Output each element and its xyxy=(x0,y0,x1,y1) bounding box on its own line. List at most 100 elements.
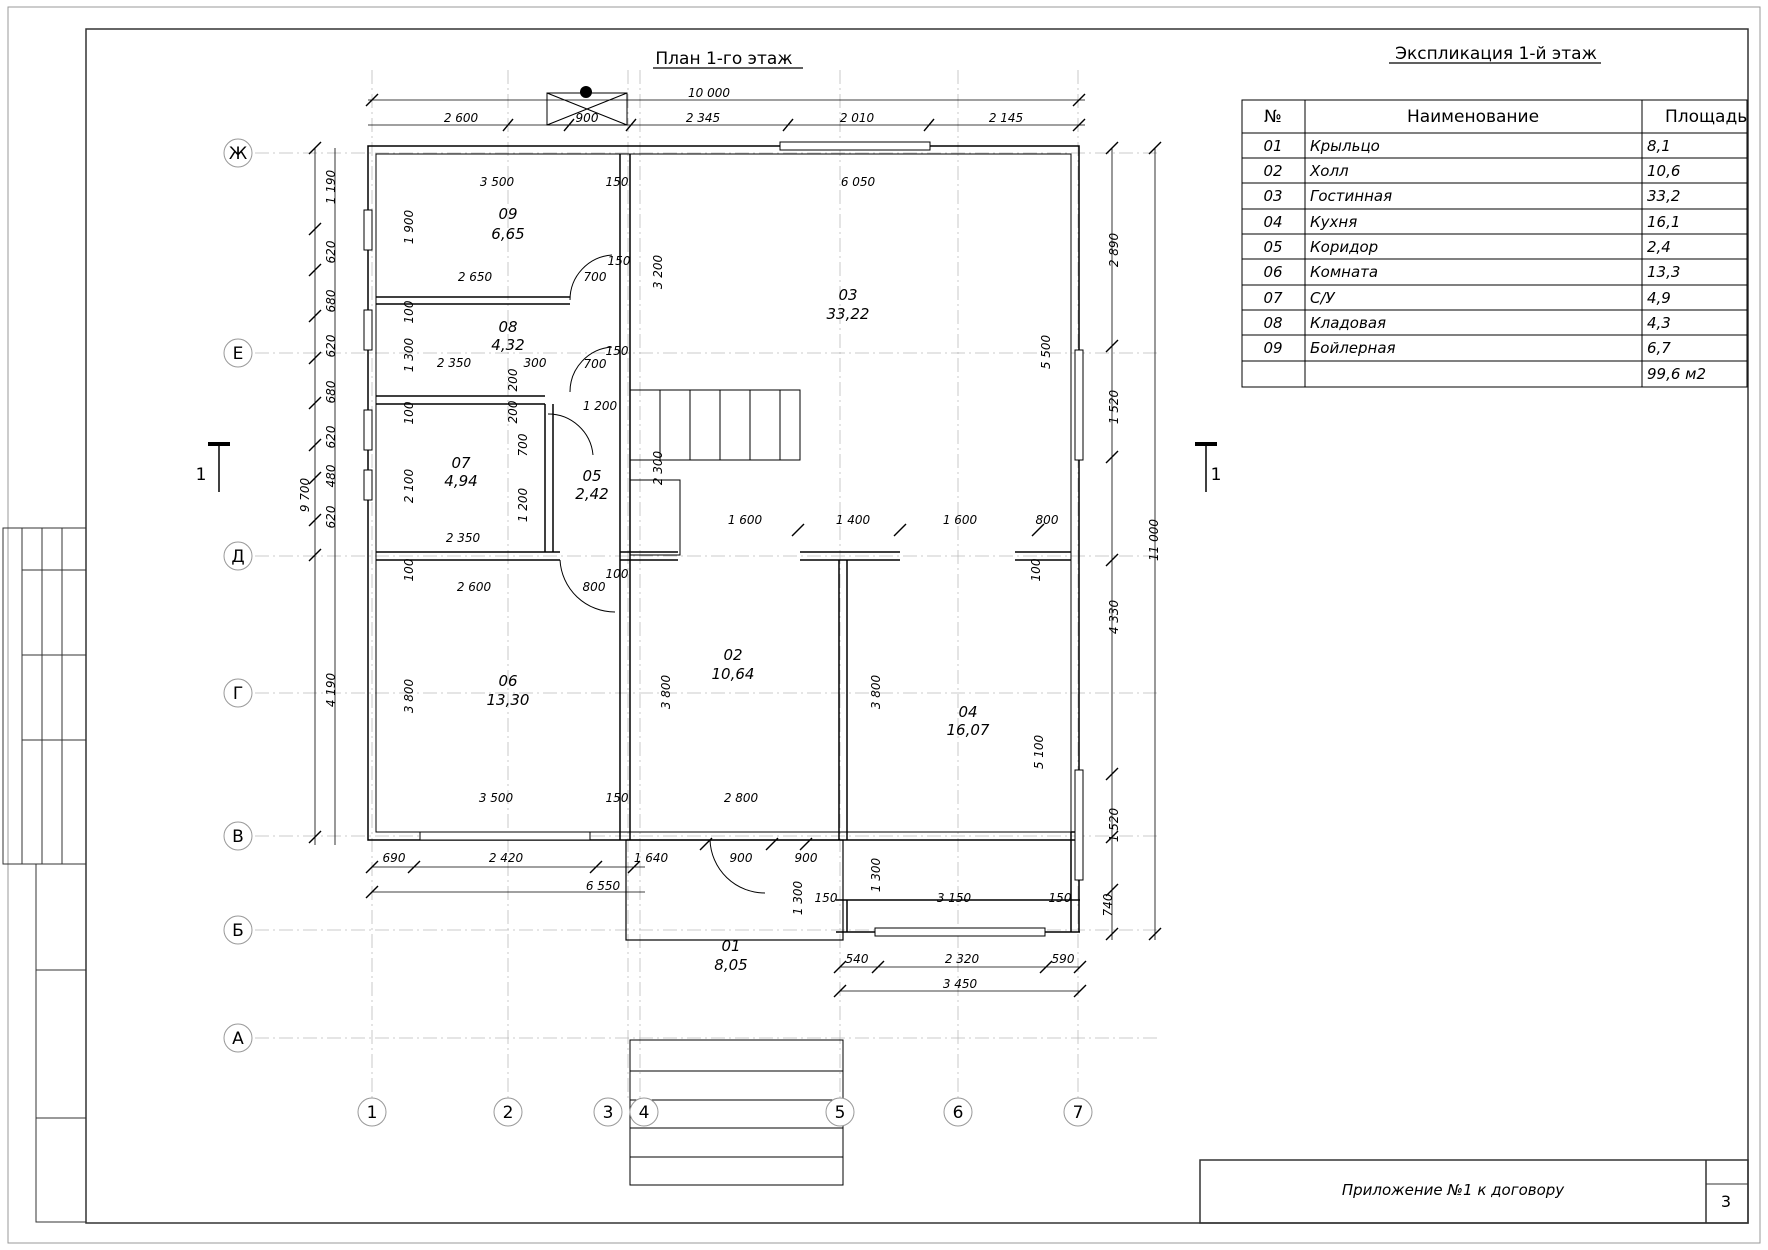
table-header: Наименование xyxy=(1407,107,1539,127)
table-cell: 03 xyxy=(1263,187,1282,205)
dim-text: 4 190 xyxy=(324,672,338,707)
table-cell: 4,3 xyxy=(1647,314,1671,332)
dim-text: 5 500 xyxy=(1039,334,1053,369)
room-number: 07 xyxy=(451,454,471,472)
vent-dot xyxy=(580,86,592,98)
room-area: 16,07 xyxy=(947,721,990,739)
windows xyxy=(363,141,1084,937)
room-number: 09 xyxy=(498,205,517,223)
axis-col-label: 3 xyxy=(603,1103,614,1123)
section-mark-left: 1 xyxy=(196,465,207,485)
dim-text: 2 600 xyxy=(457,580,492,594)
dim-text: 3 450 xyxy=(943,977,978,991)
room-number: 02 xyxy=(723,646,742,664)
dim-text: 1 190 xyxy=(324,169,338,204)
table-cell: 16,1 xyxy=(1647,213,1680,231)
table-cell: 08 xyxy=(1263,314,1282,332)
dim-text: 700 xyxy=(584,357,607,371)
table-cell: 10,6 xyxy=(1647,162,1680,180)
room-number: 08 xyxy=(498,318,517,336)
axis-row-label: В xyxy=(232,827,244,847)
room-area: 13,30 xyxy=(487,691,530,709)
axis-row-label: Ж xyxy=(229,144,247,164)
table-header: Площадь xyxy=(1665,107,1747,127)
doors xyxy=(547,254,766,894)
dim-text: 1 900 xyxy=(402,209,416,244)
table-cell: 2,4 xyxy=(1647,238,1671,256)
dim-text: 2 300 xyxy=(651,450,665,485)
explication-table-grid xyxy=(1241,99,1748,388)
dim-text: 150 xyxy=(606,175,629,189)
dim-text: 700 xyxy=(584,270,607,284)
dim-text: 2 420 xyxy=(489,851,524,865)
dim-text: 800 xyxy=(1036,513,1059,527)
table-cell: 4,9 xyxy=(1647,289,1671,307)
axis-col-label: 5 xyxy=(835,1103,846,1123)
table-cell: Бойлерная xyxy=(1310,339,1396,357)
section-mark-right: 1 xyxy=(1211,465,1222,485)
dim-text: 3 200 xyxy=(651,254,665,289)
axis-col-label: 1 xyxy=(367,1103,378,1123)
dim-text: 900 xyxy=(795,851,818,865)
dim-text: 9 700 xyxy=(298,477,312,512)
room-area: 33,22 xyxy=(827,305,870,323)
stamp-caption: Приложение №1 к договору xyxy=(1342,1181,1565,1199)
dim-text: 620 xyxy=(324,334,338,357)
dim-text: 100 xyxy=(1029,558,1043,581)
left-stamp-strips xyxy=(2,527,87,1223)
axis-col-label: 6 xyxy=(953,1103,964,1123)
table-cell: Коридор xyxy=(1310,238,1378,256)
room-number: 05 xyxy=(582,467,601,485)
room-area: 6,65 xyxy=(491,225,524,243)
dim-text: 690 xyxy=(383,851,406,865)
dim-text: 620 xyxy=(324,505,338,528)
axis-col-bubbles xyxy=(357,1097,1093,1127)
dim-text: 150 xyxy=(1049,891,1072,905)
dim-text: 2 320 xyxy=(945,952,980,966)
dim-text: 1 400 xyxy=(836,513,871,527)
table-cell: Комната xyxy=(1310,263,1378,281)
dim-text: 2 100 xyxy=(402,468,416,503)
dim-text: 1 300 xyxy=(869,857,883,892)
dim-text: 3 150 xyxy=(937,891,972,905)
dim-text: 2 800 xyxy=(724,791,759,805)
dim-text: 150 xyxy=(608,254,631,268)
room-number: 04 xyxy=(958,703,977,721)
table-cell: 09 xyxy=(1263,339,1282,357)
table-cell: Кухня xyxy=(1310,213,1357,231)
room-area: 2,42 xyxy=(575,485,608,503)
dim-text: 1 640 xyxy=(634,851,669,865)
dim-text: 620 xyxy=(324,425,338,448)
dim-text: 100 xyxy=(402,300,416,323)
table-cell: 01 xyxy=(1263,137,1282,155)
dim-text: 590 xyxy=(1052,952,1075,966)
dim-text: 1 600 xyxy=(943,513,978,527)
axis-col-label: 2 xyxy=(503,1103,514,1123)
dim-text: 150 xyxy=(815,891,838,905)
dim-text: 3 800 xyxy=(659,674,673,709)
dim-text: 1 300 xyxy=(402,337,416,372)
table-cell: Кладовая xyxy=(1310,314,1386,332)
dim-text: 1 520 xyxy=(1107,807,1121,842)
vent xyxy=(546,92,628,126)
axis-row-label: А xyxy=(232,1029,244,1049)
dim-text: 3 800 xyxy=(402,678,416,713)
table-total: 99,6 м2 xyxy=(1647,365,1706,383)
room-area: 4,32 xyxy=(491,336,524,354)
table-cell: С/У xyxy=(1310,289,1336,307)
table-header: № xyxy=(1264,107,1282,127)
dimension-lines xyxy=(314,99,1156,992)
dim-text: 1 200 xyxy=(516,487,530,522)
stamp-block xyxy=(1199,1159,1749,1224)
room-area: 10,64 xyxy=(712,665,755,683)
dim-text: 4 330 xyxy=(1107,599,1121,634)
dim-text: 200 xyxy=(506,400,520,423)
dim-text: 480 xyxy=(324,464,338,487)
dim-text: 680 xyxy=(324,380,338,403)
dim-text: 2 890 xyxy=(1107,232,1121,267)
dim-text: 100 xyxy=(606,567,629,581)
table-cell: Холл xyxy=(1309,162,1349,180)
dim-text: 5 100 xyxy=(1032,734,1046,769)
porch-steps xyxy=(629,1039,844,1186)
dim-text: 2 350 xyxy=(437,356,472,370)
